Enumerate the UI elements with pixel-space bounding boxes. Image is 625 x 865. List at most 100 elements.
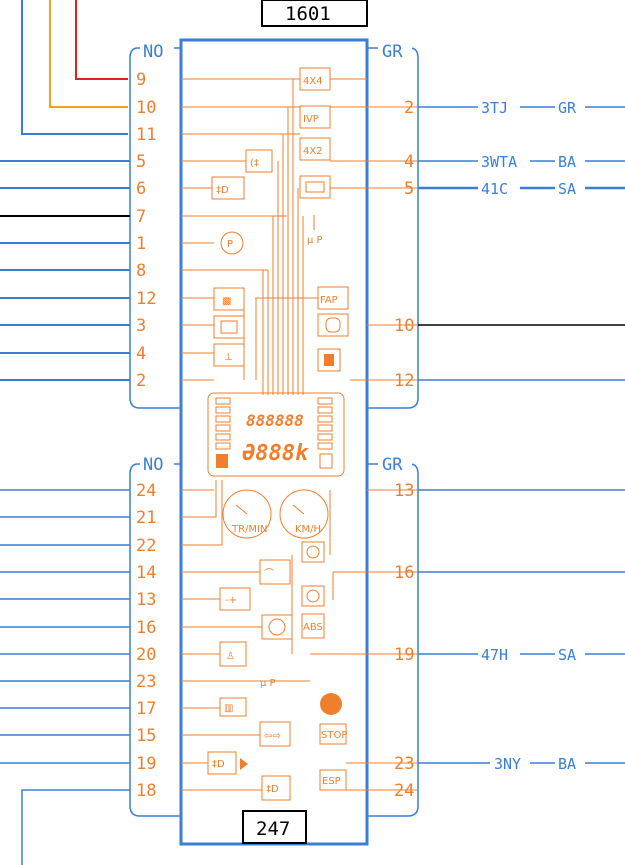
- coolant-temp-icon: [213, 343, 245, 367]
- svg-text:ESP: ESP: [322, 776, 341, 787]
- pin-label: 2: [404, 98, 414, 118]
- svg-text:✕: ✕: [326, 700, 334, 711]
- connector-box-1601: [261, 0, 368, 27]
- pin-label: 20: [136, 645, 156, 665]
- pin-label: 21: [136, 508, 156, 528]
- pin-label: 11: [136, 125, 156, 145]
- connector-box-1601-label: 1601: [285, 3, 331, 25]
- svg-text:♙: ♙: [226, 651, 235, 662]
- svg-text:FAP: FAP: [320, 295, 338, 306]
- connector-box-247: [242, 810, 307, 844]
- speedometer-icon: [279, 489, 329, 539]
- pin-label: 23: [394, 754, 414, 774]
- right-top-pins: 2 4 5 10 12: [394, 98, 414, 391]
- 4x2-icon: [299, 137, 331, 161]
- wire-code-3tj: 3TJ: [481, 99, 508, 117]
- svg-text:▥: ▥: [224, 703, 233, 714]
- svg-text:‡D: ‡D: [212, 759, 225, 770]
- mu-p-label: μ P: [307, 235, 323, 246]
- wire-color-sa-2: SA: [558, 646, 576, 664]
- gauges: TR/MIN KM/H: [222, 489, 329, 539]
- left-top-wires: [0, 160, 130, 381]
- svg-text:‡D: ‡D: [216, 185, 229, 196]
- svg-text:⊥: ⊥: [224, 352, 233, 363]
- esp-icon: [319, 769, 347, 791]
- brake-fluid-icon: [301, 585, 325, 607]
- right-wires: [418, 106, 625, 764]
- pin-label: 16: [394, 563, 414, 583]
- svg-text:4X2: 4X2: [303, 146, 323, 157]
- wire-color-gr: GR: [558, 99, 577, 117]
- internal-wiring-top: [181, 78, 418, 395]
- internal-wiring-bottom: [181, 480, 418, 791]
- front-fog-icon: [211, 176, 245, 200]
- pin-label: 3: [136, 316, 146, 336]
- fog-light-icon: [245, 149, 273, 173]
- dipped-beam-icon: [261, 775, 291, 801]
- pin-label: 4: [404, 152, 414, 172]
- oil-pressure-icon: [259, 559, 291, 585]
- pin-label: 14: [136, 563, 156, 583]
- pin-label: 19: [394, 645, 414, 665]
- svg-text:‡D: ‡D: [266, 784, 279, 795]
- pin-label: 5: [404, 179, 414, 199]
- connector-right-top: [367, 47, 419, 409]
- pin-label: 23: [136, 672, 156, 692]
- left-top-pins: 9 10 11 5 6 7 1 8 12 3 4 2: [136, 70, 156, 391]
- turn-signal-icon: [259, 721, 291, 747]
- pin-label: 18: [136, 781, 156, 801]
- seatbelt-icon: [317, 313, 349, 337]
- pin-label: 16: [136, 618, 156, 638]
- icons-top: 4X4 IVP 4X2 (‡ ‡D P μ P ▩ ⊥ FAP: [211, 67, 349, 372]
- hazard-icon: [320, 693, 342, 715]
- left-top-header: NO: [143, 42, 163, 62]
- fap-icon: [317, 286, 349, 310]
- pin-label: 17: [136, 699, 156, 719]
- pin-label: 1: [136, 234, 146, 254]
- fuel-icon: [317, 348, 341, 372]
- pin-label: 4: [136, 344, 146, 364]
- pin-label: 10: [136, 98, 156, 118]
- wire-color-ba-2: BA: [558, 755, 576, 773]
- icons-bottom: ⌒ -+ ABS ♙ μ P ▥ ⇦⇨ ✕ STOP ‡D ‡D ESP: [207, 541, 347, 801]
- battery-icon: [219, 587, 251, 611]
- svg-text:TR/MIN: TR/MIN: [231, 524, 267, 535]
- wire-color-sa: SA: [558, 180, 576, 198]
- svg-text:IVP: IVP: [303, 114, 319, 125]
- tachometer-icon: [222, 489, 272, 539]
- pin-label: 24: [136, 481, 156, 501]
- wire-red: [75, 0, 128, 80]
- wire-code-3wta: 3WTA: [481, 153, 517, 171]
- pin-label: 13: [136, 590, 156, 610]
- mu-p-label-2: μ P: [260, 678, 276, 689]
- pin-label: 2: [136, 371, 146, 391]
- pin-label: 10: [394, 316, 414, 336]
- airbag-icon: [219, 641, 247, 667]
- service-icon: [261, 614, 293, 640]
- connector-left-bottom: [129, 463, 181, 817]
- left-bottom-pins: 24 21 22 14 13 16 20 23 17 15 19 18: [136, 481, 156, 801]
- pin-label: 5: [136, 152, 146, 172]
- connector-left-top: [129, 47, 181, 409]
- pin-label: 15: [136, 726, 156, 746]
- pin-label: 12: [136, 289, 156, 309]
- display-line-2: Ә888k: [242, 441, 309, 466]
- pin-label: 22: [136, 536, 156, 556]
- pin-label: 13: [394, 481, 414, 501]
- pin-label: 9: [136, 70, 146, 90]
- brake-warning-icon: [301, 541, 325, 563]
- pin-label: 19: [136, 754, 156, 774]
- pin-label: 6: [136, 179, 146, 199]
- wire-code-47h: 47H: [481, 646, 508, 664]
- right-bottom-pins: 13 16 19 23 24: [394, 481, 414, 801]
- pin-label: 7: [136, 207, 146, 227]
- right-top-header: GR: [382, 42, 403, 62]
- trailer-icon: [299, 175, 331, 199]
- wire-orange: [49, 0, 128, 108]
- main-beam-icon: [207, 751, 237, 775]
- pin-label: 24: [394, 781, 414, 801]
- left-bottom-header: NO: [143, 455, 163, 475]
- pin-label: 8: [136, 261, 146, 281]
- wire-color-ba: BA: [558, 153, 576, 171]
